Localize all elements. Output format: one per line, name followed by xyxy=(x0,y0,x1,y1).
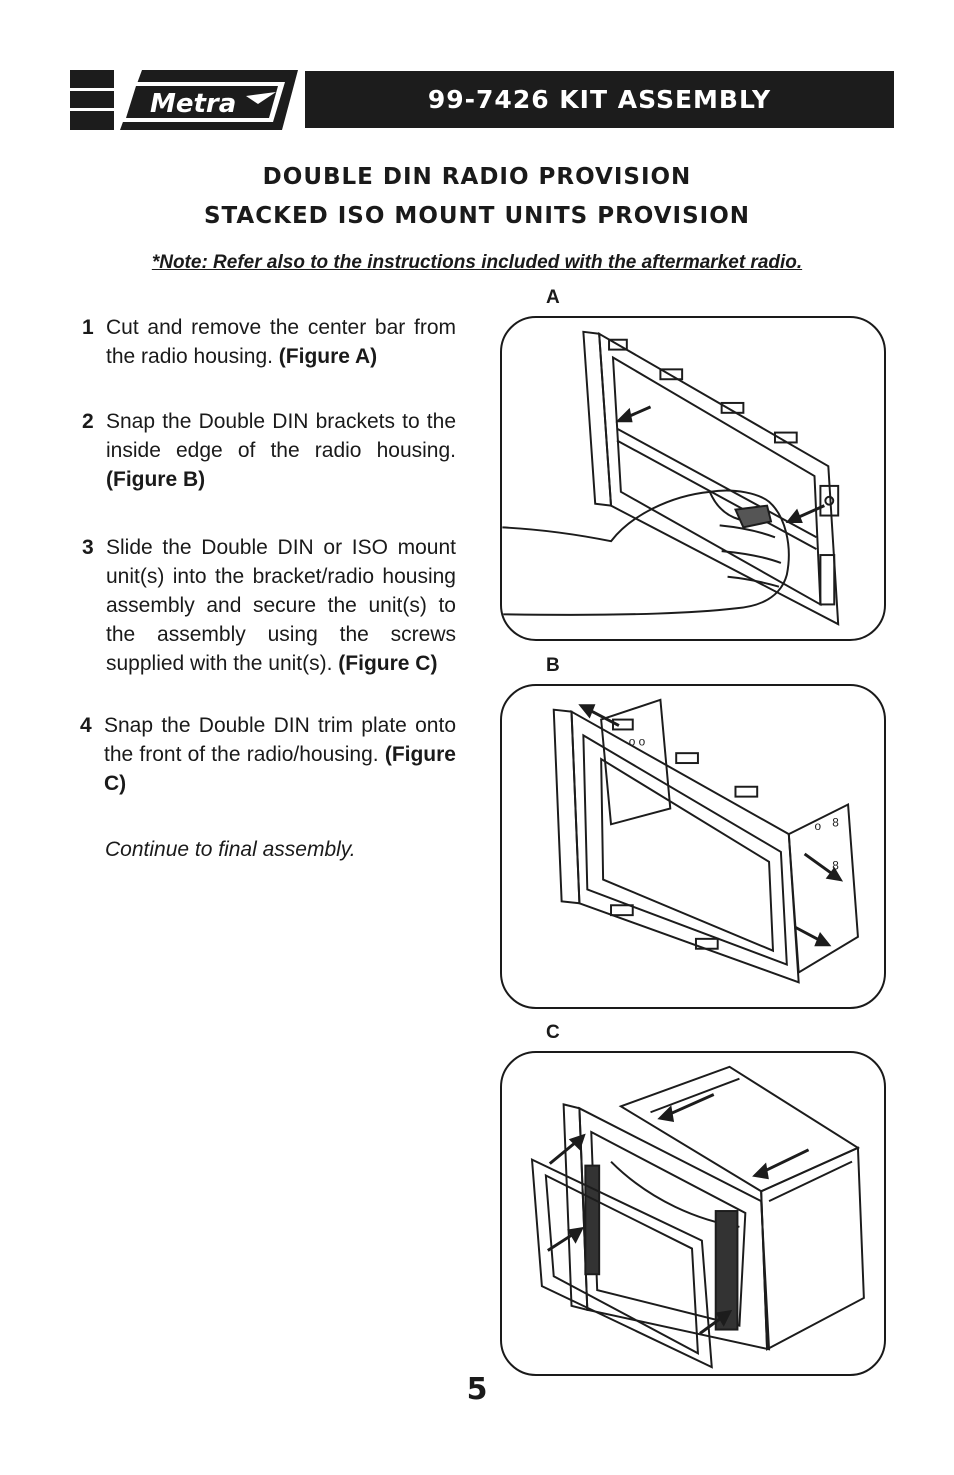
aftermarket-note: *Note: Refer also to the instructions in… xyxy=(151,252,803,273)
continue-note: Continue to final assembly. xyxy=(105,838,356,861)
figure-reference: (Figure C) xyxy=(338,652,438,675)
step-text: Snap the Double DIN trim plate onto the … xyxy=(104,714,456,795)
step-text: Slide the Double DIN or ISO mount unit(s… xyxy=(106,536,456,675)
svg-text:8: 8 xyxy=(832,815,839,829)
figure-c-label: C xyxy=(546,1022,560,1043)
arrow-icon xyxy=(547,1093,810,1335)
trim-plate-drawing xyxy=(530,1158,713,1369)
section-title-stacked-iso: STACKED ISO MOUNT UNITS PROVISION xyxy=(203,203,751,229)
logo-brand-text: Metra xyxy=(150,89,236,119)
svg-text:o: o xyxy=(814,819,821,833)
arrow-icon xyxy=(578,704,844,947)
figure-b-label: B xyxy=(546,655,560,676)
step-number: 4 xyxy=(80,714,92,737)
hand-drawing xyxy=(502,489,790,616)
radio-unit-drawing xyxy=(618,1065,865,1351)
figure-reference: (Figure C) xyxy=(104,743,456,795)
figure-c-slide-units-trim-plate xyxy=(500,1051,886,1376)
page-number: 5 xyxy=(466,1372,488,1407)
step-text: Snap the Double DIN brackets to the insi… xyxy=(106,410,456,491)
step-number: 1 xyxy=(82,316,94,339)
step-1: 1 Cut and remove the center bar from the… xyxy=(82,313,456,371)
svg-text:o o: o o xyxy=(629,734,646,748)
metra-logo: Metra xyxy=(70,70,300,130)
step-4: 4 Snap the Double DIN trim plate onto th… xyxy=(80,711,456,798)
figure-reference: (Figure B) xyxy=(106,468,206,491)
step-3: 3 Slide the Double DIN or ISO mount unit… xyxy=(82,533,456,678)
step-text: Cut and remove the center bar from the r… xyxy=(106,316,456,368)
radio-housing-drawing xyxy=(582,330,840,626)
step-2: 2 Snap the Double DIN brackets to the in… xyxy=(82,407,456,494)
kit-assembly-header: 99-7426 KIT ASSEMBLY xyxy=(305,71,894,128)
step-number: 3 xyxy=(82,536,94,559)
svg-text:8: 8 xyxy=(832,859,839,873)
figure-a-label: A xyxy=(546,287,560,308)
section-title-double-din: DOUBLE DIN RADIO PROVISION xyxy=(262,164,692,190)
radio-housing-drawing xyxy=(562,1103,771,1351)
figure-b-snap-brackets: o o o 8 8 xyxy=(500,684,886,1009)
header-title: 99-7426 KIT ASSEMBLY xyxy=(427,85,772,114)
figure-reference: (Figure A) xyxy=(278,345,378,368)
arrow-icon xyxy=(615,405,825,523)
step-number: 2 xyxy=(82,410,94,433)
radio-housing-drawing xyxy=(552,708,800,984)
figure-a-remove-center-bar xyxy=(500,316,886,641)
